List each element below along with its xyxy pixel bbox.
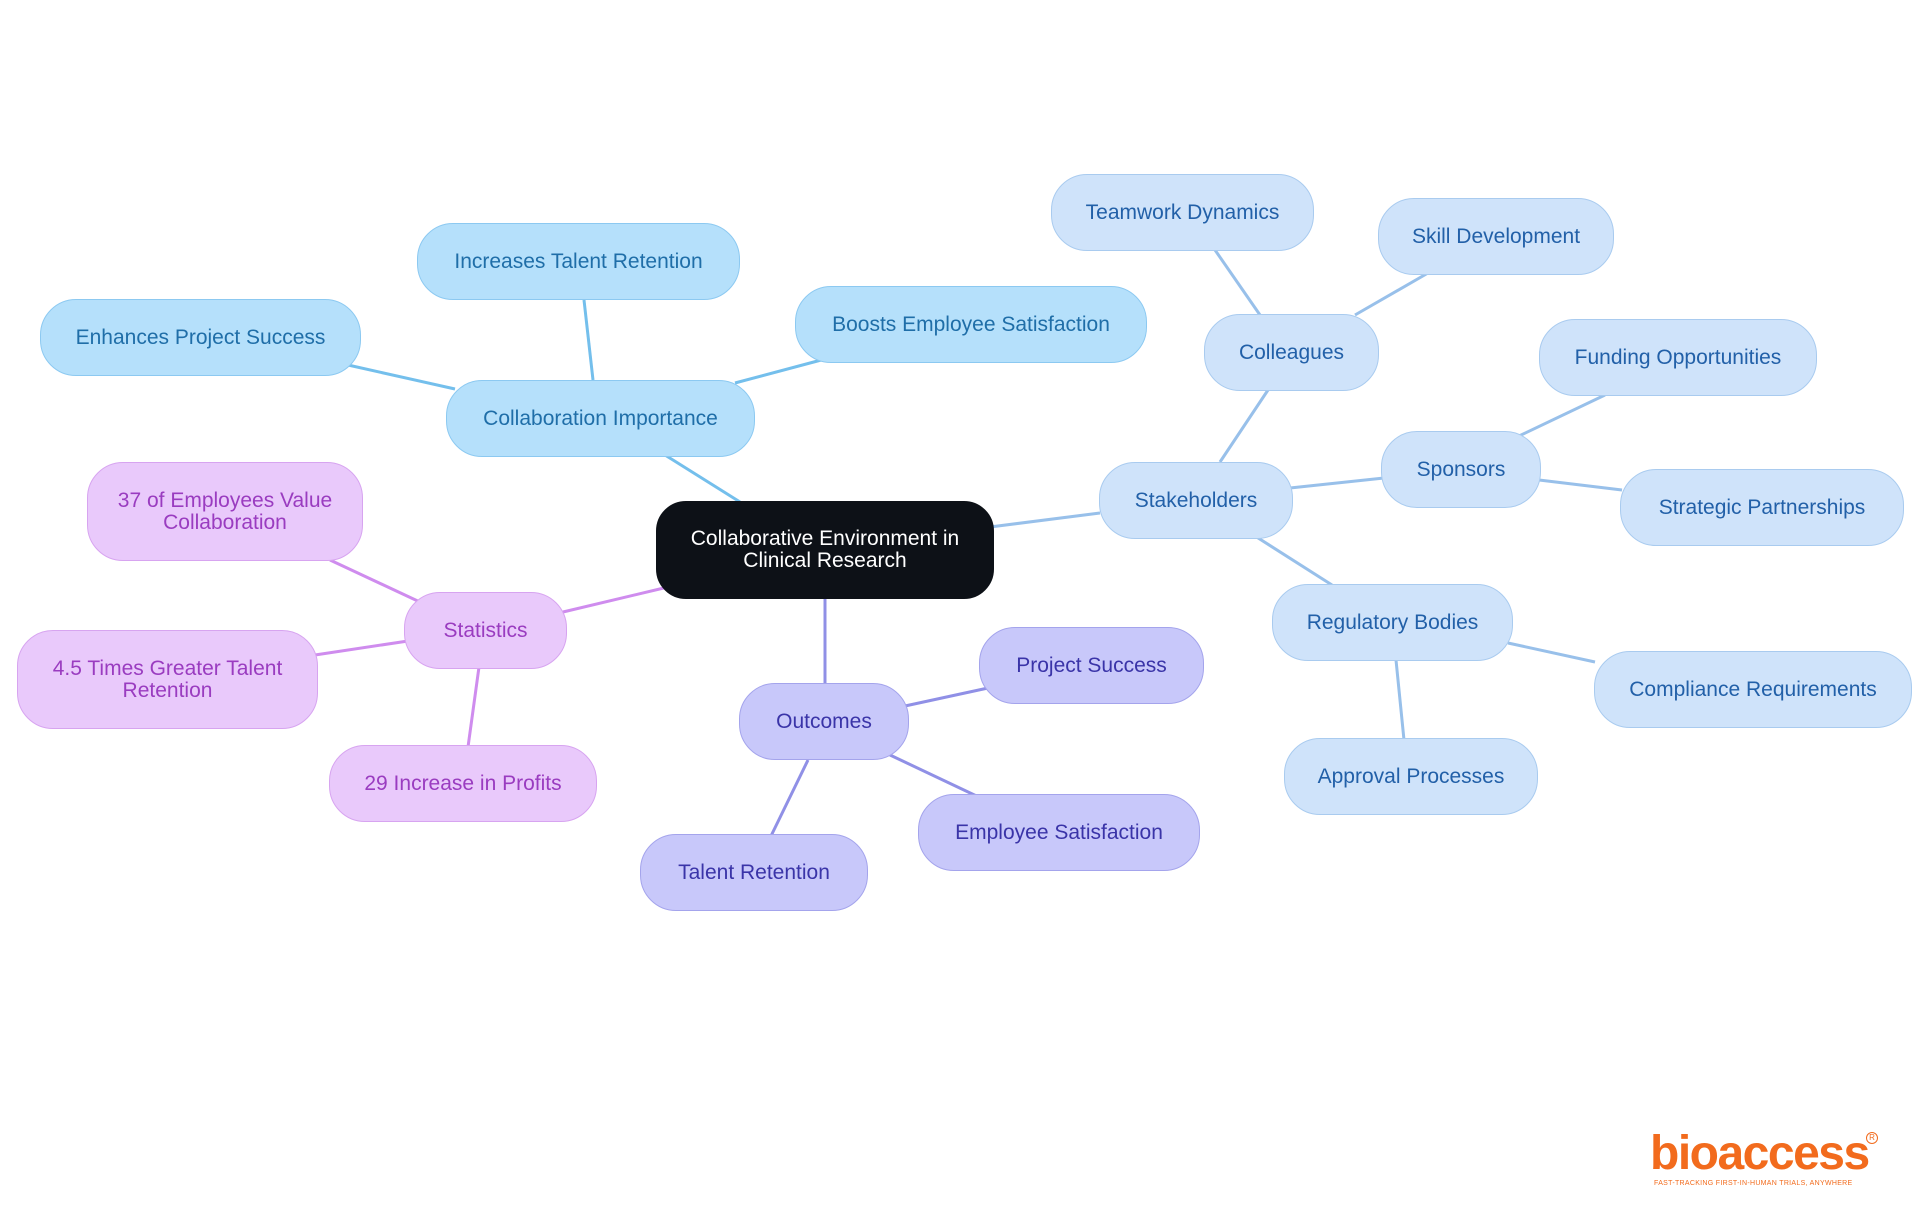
edge-collaboration-enhances	[347, 363, 456, 391]
employee-satisfaction-label: Employee Satisfaction	[955, 820, 1163, 844]
funding-opportunities-node[interactable]: Funding Opportunities	[1539, 319, 1817, 396]
registered-mark-icon: R	[1866, 1132, 1878, 1144]
boosts-employee-satisfaction-node[interactable]: Boosts Employee Satisfaction	[795, 286, 1147, 363]
edge-regulatory-compliance	[1507, 641, 1596, 664]
edge-colleagues-teamwork	[1213, 249, 1262, 316]
stakeholders-node[interactable]: Stakeholders	[1099, 462, 1293, 539]
approval-processes-node[interactable]: Approval Processes	[1284, 738, 1538, 815]
strategic-partnerships-node[interactable]: Strategic Partnerships	[1620, 469, 1904, 546]
edge-statistics-29	[466, 666, 481, 748]
edge-regulatory-approval	[1394, 659, 1406, 741]
outcomes-node[interactable]: Outcomes	[739, 683, 909, 760]
edge-stakeholders-colleagues	[1218, 389, 1270, 463]
enhances-project-success-node[interactable]: Enhances Project Success	[40, 299, 361, 376]
stat-29-increase-node[interactable]: 29 Increase in Profits	[329, 745, 597, 822]
root-label-line1: Collaborative Environment in	[690, 527, 960, 550]
compliance-requirements-label: Compliance Requirements	[1629, 677, 1877, 701]
edge-outcomes-project	[904, 686, 989, 708]
project-success-label: Project Success	[1016, 653, 1167, 677]
enhances-project-success-label: Enhances Project Success	[75, 325, 326, 349]
edge-stakeholders-sponsors	[1289, 476, 1385, 490]
statistics-label: Statistics	[443, 618, 528, 642]
root-node[interactable]: Collaborative Environment in Clinical Re…	[656, 501, 994, 599]
stat-4-5-times-node[interactable]: 4.5 Times Greater Talent Retention	[17, 630, 318, 729]
edge-colleagues-skill	[1354, 271, 1429, 317]
outcomes-label: Outcomes	[776, 709, 872, 733]
collaboration-importance-label: Collaboration Importance	[483, 406, 718, 430]
stat-4-5-line1: 4.5 Times Greater Talent	[52, 656, 283, 680]
stat-37-employees-node[interactable]: 37 of Employees Value Collaboration	[87, 462, 363, 561]
project-success-node[interactable]: Project Success	[979, 627, 1204, 704]
statistics-node[interactable]: Statistics	[404, 592, 567, 669]
increases-talent-retention-label: Increases Talent Retention	[454, 249, 703, 273]
stat-4-5-line2: Retention	[122, 678, 213, 702]
edge-root-collaboration	[664, 453, 741, 504]
edge-stakeholders-regulatory	[1254, 534, 1333, 587]
skill-development-label: Skill Development	[1411, 224, 1581, 248]
edge-outcomes-talent	[769, 759, 810, 837]
regulatory-bodies-node[interactable]: Regulatory Bodies	[1272, 584, 1513, 661]
colleagues-node[interactable]: Colleagues	[1204, 314, 1379, 391]
edge-collaboration-increases	[582, 299, 595, 381]
stat-37-line1: 37 of Employees Value	[117, 488, 333, 512]
edge-collaboration-boosts	[734, 357, 826, 385]
strategic-partnerships-label: Strategic Partnerships	[1658, 495, 1866, 519]
sponsors-label: Sponsors	[1416, 457, 1506, 481]
edge-statistics-37	[329, 558, 423, 605]
compliance-requirements-node[interactable]: Compliance Requirements	[1594, 651, 1912, 728]
funding-opportunities-label: Funding Opportunities	[1574, 345, 1782, 369]
edge-root-statistics	[562, 585, 669, 614]
stakeholders-label: Stakeholders	[1134, 488, 1258, 512]
talent-retention-node[interactable]: Talent Retention	[640, 834, 868, 911]
sponsors-node[interactable]: Sponsors	[1381, 431, 1541, 508]
increases-talent-retention-node[interactable]: Increases Talent Retention	[417, 223, 740, 300]
root-label-line2: Clinical Research	[743, 549, 907, 572]
logo-tagline: FAST-TRACKING FIRST-IN-HUMAN TRIALS, ANY…	[1654, 1180, 1853, 1187]
skill-development-node[interactable]: Skill Development	[1378, 198, 1614, 275]
approval-processes-label: Approval Processes	[1317, 764, 1505, 788]
stat-37-line2: Collaboration	[163, 510, 287, 534]
employee-satisfaction-node[interactable]: Employee Satisfaction	[918, 794, 1200, 871]
collaboration-importance-node[interactable]: Collaboration Importance	[446, 380, 755, 457]
talent-retention-label: Talent Retention	[678, 860, 830, 884]
edge-statistics-45	[314, 639, 409, 657]
bioaccess-logo: bioaccess R FAST-TRACKING FIRST-IN-HUMAN…	[1650, 1127, 1878, 1187]
edge-sponsors-funding	[1518, 393, 1606, 438]
colleagues-label: Colleagues	[1238, 340, 1345, 364]
teamwork-dynamics-label: Teamwork Dynamics	[1085, 200, 1280, 224]
stat-29-label: 29 Increase in Profits	[364, 771, 562, 795]
logo-wordmark: bioaccess	[1650, 1127, 1870, 1180]
regulatory-bodies-label: Regulatory Bodies	[1306, 610, 1479, 634]
edge-outcomes-employee	[889, 753, 986, 802]
edge-sponsors-strategic	[1538, 478, 1623, 492]
teamwork-dynamics-node[interactable]: Teamwork Dynamics	[1051, 174, 1314, 251]
boosts-employee-satisfaction-label: Boosts Employee Satisfaction	[832, 312, 1110, 336]
edge-root-stakeholders	[989, 511, 1101, 529]
